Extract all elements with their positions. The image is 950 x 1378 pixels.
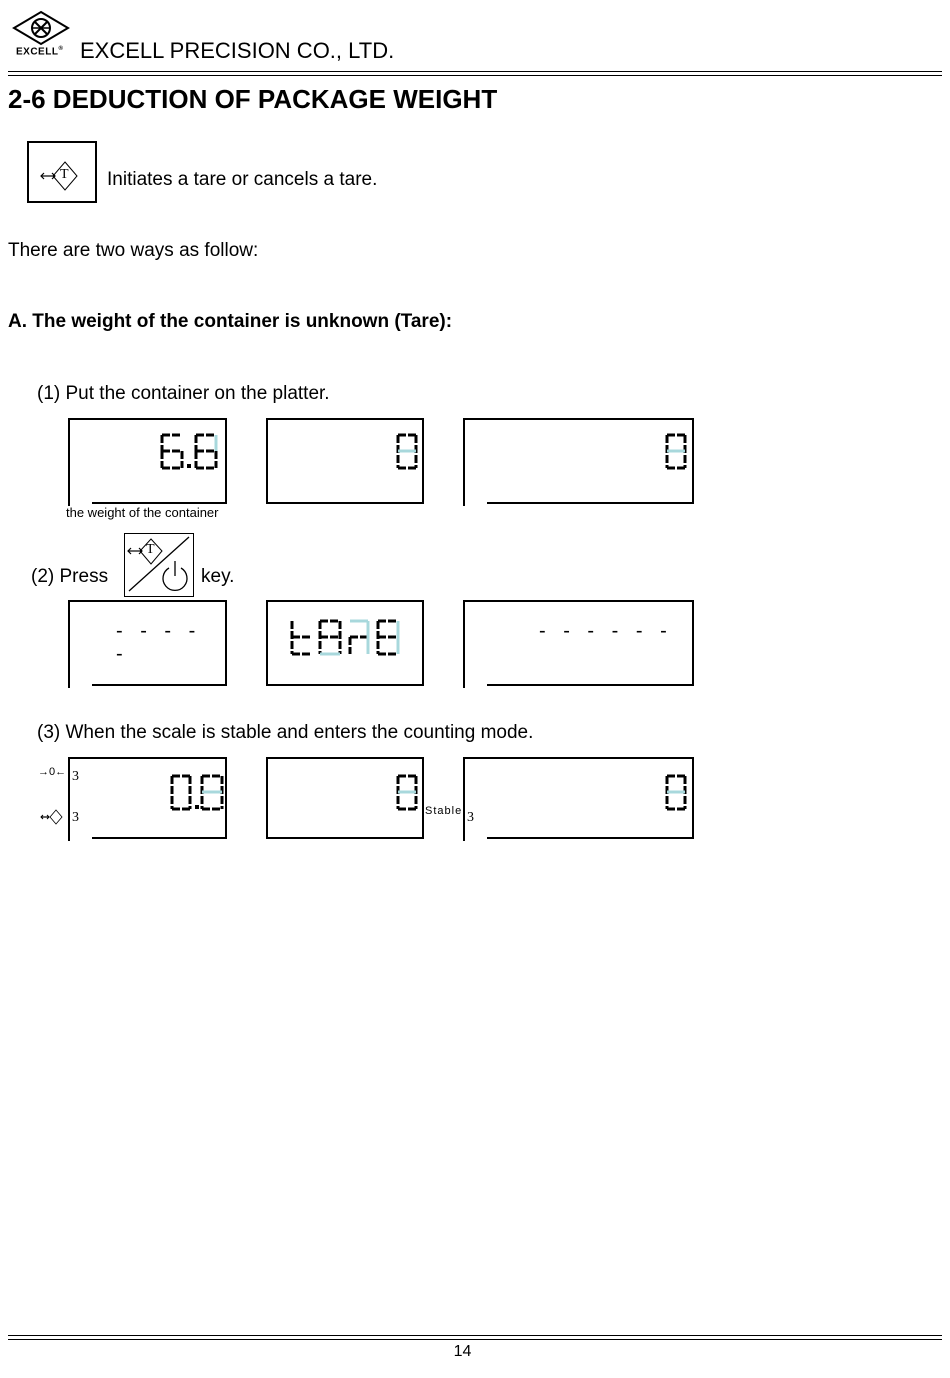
lcd-unit-weight-display [266,418,424,504]
method-a-heading: A. The weight of the container is unknow… [8,311,453,332]
zero-indicator: →0← [38,766,67,778]
indicator-value-1: 3 [72,769,79,784]
tare-indicator-icon [40,809,63,825]
lcd-count-display-2: - - - - - - [463,600,694,688]
lcd-unit-weight-readout-3 [396,774,418,811]
footer-divider-thin [8,1335,942,1336]
company-name: EXCELL PRECISION CO., LTD. [80,38,395,63]
step2-suffix: key. [201,566,235,587]
tare-key-description: Initiates a tare or cancels a tare. [107,169,378,190]
indicator-value-2: 3 [72,810,79,825]
tare-key-label: T [60,167,69,182]
lcd-unit-weight-display-3 [266,757,424,839]
lcd-tare-readout [290,619,400,656]
lcd-count-display [463,418,694,506]
lcd-count-display-3: 3 [463,757,694,841]
tare-on-off-key-label: T [146,542,155,557]
page-number: 14 [453,1343,472,1360]
lcd-zero-readout [170,774,224,811]
lcd-weight-dashes: - - - - - [116,620,202,665]
lcd-count-dashes: - - - - - - [539,620,673,642]
lcd-weight-display-2: - - - - - [68,600,227,688]
tare-on-off-key-icon: T [124,533,194,597]
intro-text: There are two ways as follow: [8,240,259,261]
section-title: 2-6 DEDUCTION OF PACKAGE WEIGHT [8,84,498,114]
tare-key-icon: T [27,141,97,203]
stable-label: Stable [425,805,463,817]
lcd-weight-display [68,418,227,506]
step2-prefix: (2) Press [31,566,109,587]
lcd-weight-readout [160,433,218,470]
brand-name: EXCELL® [16,46,64,58]
container-weight-caption: the weight of the container [66,505,219,520]
lcd-count-readout-3 [665,774,687,811]
lcd-count-readout [665,433,687,470]
lcd-unit-weight-display-2 [266,600,424,686]
step1-text: (1) Put the container on the platter. [37,383,330,404]
excell-logo-icon [12,10,70,46]
footer-divider [8,1339,942,1340]
lcd-unit-weight-readout [396,433,418,470]
stable-value: 3 [467,810,474,825]
step3-text: (3) When the scale is stable and enters … [37,722,534,743]
lcd-weight-display-3: 3 3 [68,757,227,841]
header-divider [8,71,942,72]
header-divider-thin [8,75,942,76]
